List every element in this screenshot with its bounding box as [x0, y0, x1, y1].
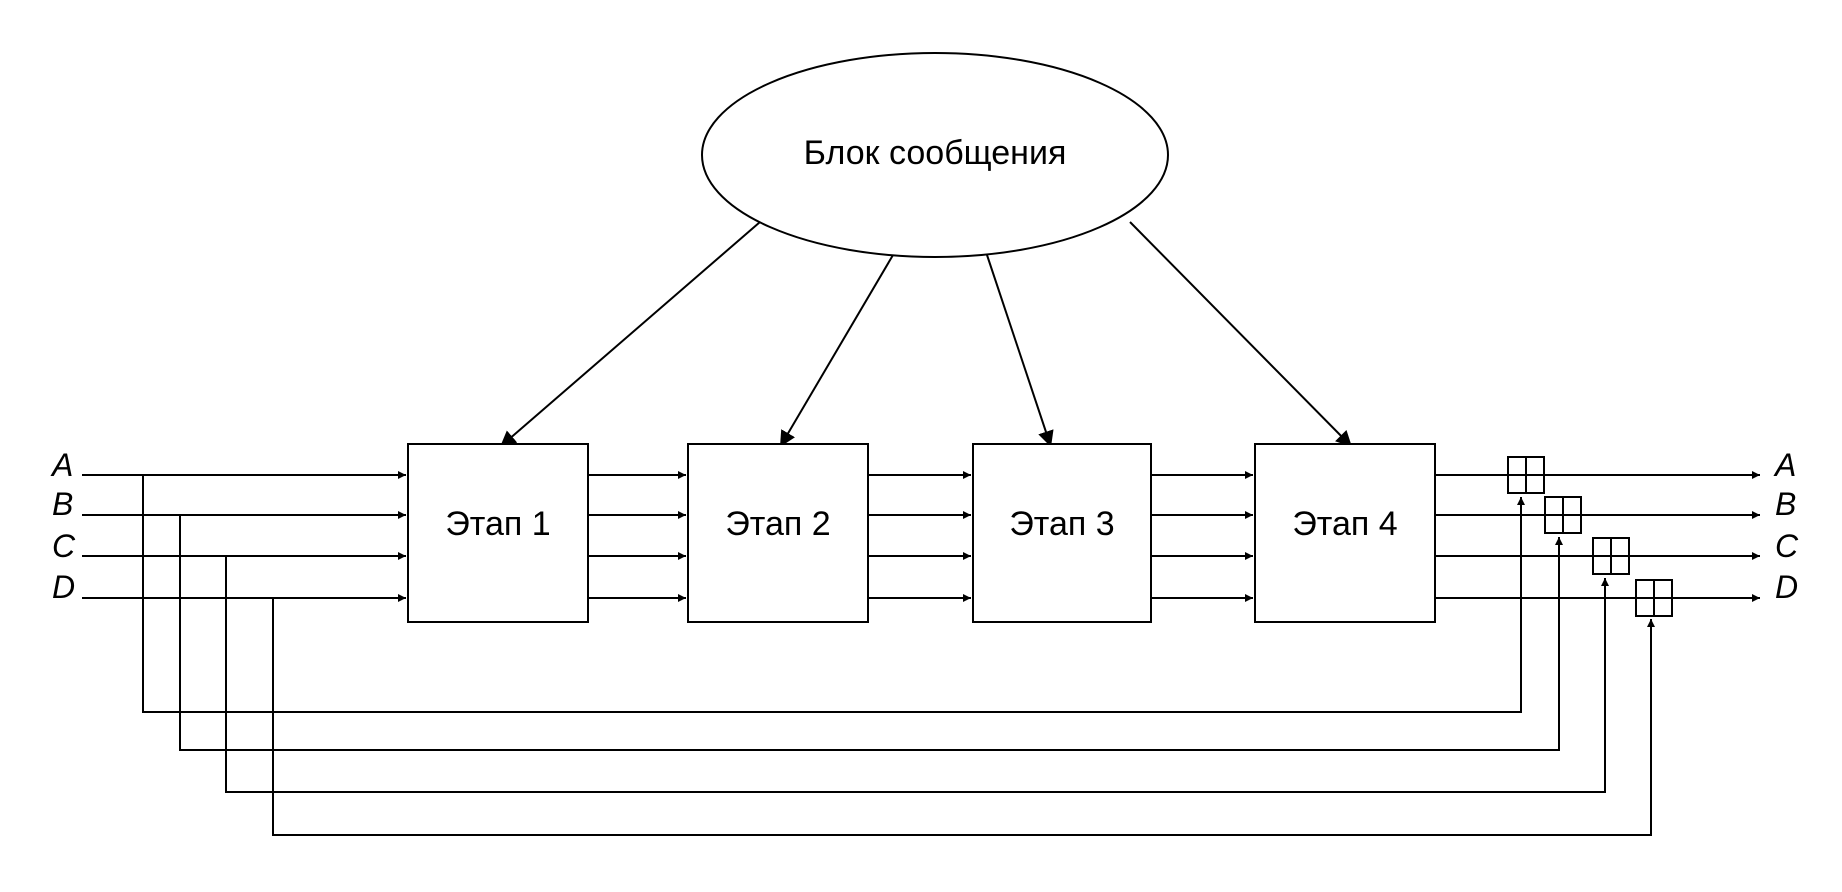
adder-c: [1592, 537, 1630, 575]
message-to-stage-3-arrow: [986, 254, 1054, 448]
output-lines: [1435, 471, 1760, 602]
input-label-a: A: [50, 447, 73, 483]
feedback-line-d: [272, 598, 1655, 836]
input-lines: [82, 471, 406, 602]
output-label-b: B: [1775, 486, 1796, 522]
stage-4-label: Этап 4: [1292, 505, 1397, 543]
message-to-stage-4-arrow: [1129, 221, 1353, 448]
stage-3-label: Этап 3: [1009, 505, 1114, 543]
message-block-label: Блок сообщения: [804, 134, 1067, 172]
feedback-line-c: [225, 556, 1609, 793]
output-label-c: C: [1775, 528, 1799, 564]
stage-3: Этап 3: [972, 443, 1152, 623]
input-label-d: D: [52, 569, 75, 605]
message-to-stage-1-arrow: [499, 221, 761, 448]
adder-d: [1635, 579, 1673, 617]
stage-1: Этап 1: [407, 443, 589, 623]
stage-3-to-4-lines: [1151, 471, 1253, 602]
stage-2-label: Этап 2: [725, 505, 830, 543]
output-labels: A B C D: [1773, 447, 1799, 605]
stage-1-label: Этап 1: [445, 505, 550, 543]
stage-4: Этап 4: [1254, 443, 1436, 623]
input-labels: A B C D: [50, 447, 76, 605]
input-label-b: B: [52, 486, 73, 522]
stage-2-to-3-lines: [868, 471, 971, 602]
message-to-stage-2-arrow: [779, 254, 894, 448]
adder-a: [1507, 456, 1545, 494]
adder-b: [1544, 496, 1582, 534]
input-label-c: C: [52, 528, 76, 564]
output-label-a: A: [1773, 447, 1796, 483]
stage-1-to-2-lines: [588, 471, 686, 602]
message-block: Блок сообщения: [701, 52, 1169, 258]
feedback-lines: [142, 475, 1655, 836]
stage-2: Этап 2: [687, 443, 869, 623]
feedback-line-b: [179, 515, 1563, 751]
message-to-stage-arrows: [499, 221, 1353, 448]
feedback-line-a: [142, 475, 1525, 713]
output-label-d: D: [1775, 569, 1798, 605]
